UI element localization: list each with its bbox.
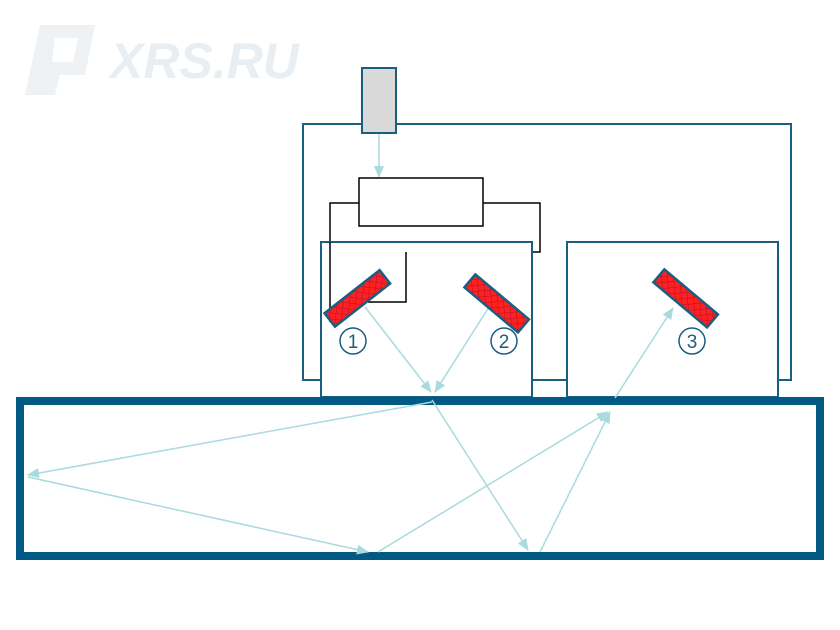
ray-reflect-bottom — [27, 476, 369, 555]
housing-frame — [302, 123, 792, 381]
transducer-label-1: 1 — [339, 327, 367, 355]
label-1-text: 1 — [348, 332, 359, 353]
ray-3-received — [614, 307, 674, 399]
wedge-box-1 — [320, 241, 533, 398]
ray-direct-bottom — [431, 399, 529, 551]
transducer-label-3: 3 — [678, 327, 706, 355]
control-unit — [358, 177, 484, 227]
watermark-logo: XRS.RU — [25, 25, 301, 95]
ray-1-incident — [364, 306, 432, 393]
transducer-label-2: 2 — [490, 327, 518, 355]
generator-box — [361, 67, 397, 134]
ray-up-1 — [377, 411, 609, 553]
wire-right-inner — [368, 252, 407, 303]
transducer-1 — [322, 268, 392, 329]
label-2-text: 2 — [499, 332, 510, 353]
ray-reflect-left — [27, 401, 433, 478]
ray-2-incident — [434, 306, 490, 393]
wedge-box-2 — [566, 241, 779, 398]
ray-up-2 — [539, 411, 611, 553]
test-block — [16, 397, 824, 560]
ultrasonic-rays — [27, 306, 674, 555]
transducer-3 — [651, 267, 720, 330]
watermark-text: XRS.RU — [107, 33, 301, 89]
label-3-text: 3 — [687, 332, 698, 353]
transducer-2 — [462, 272, 531, 335]
